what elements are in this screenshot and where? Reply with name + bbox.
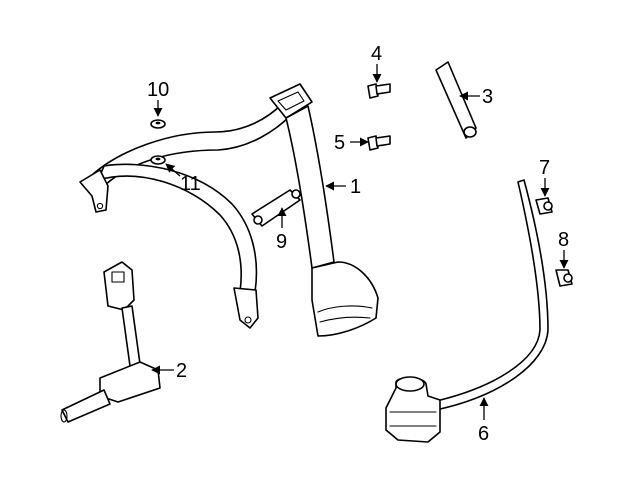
part-9-bracket[interactable] [251,189,301,227]
callout-3: 3 [482,86,493,108]
part-11-nut[interactable] [150,155,166,165]
callout-6: 6 [478,423,489,445]
callout-1: 1 [350,176,361,198]
callout-11: 11 [180,173,201,195]
callout-2: 2 [176,360,187,382]
part-10-nut[interactable] [150,119,166,129]
callout-5: 5 [334,132,345,154]
part-6-buckle-cable[interactable] [385,179,549,443]
part-2-buckle[interactable] [60,261,161,423]
leader-11 [165,163,181,177]
callout-10: 10 [147,79,169,101]
callout-7: 7 [539,157,550,179]
part-1-belt-assembly[interactable] [79,83,379,337]
part-3-trim-cover[interactable] [435,61,477,139]
part-4-bolt[interactable] [367,83,391,99]
callout-9: 9 [276,231,287,253]
part-5-bolt[interactable] [367,135,391,151]
callout-4: 4 [371,43,382,65]
part-8-clip[interactable] [555,269,573,287]
callout-8: 8 [558,229,569,251]
part-7-clip[interactable] [535,197,553,215]
